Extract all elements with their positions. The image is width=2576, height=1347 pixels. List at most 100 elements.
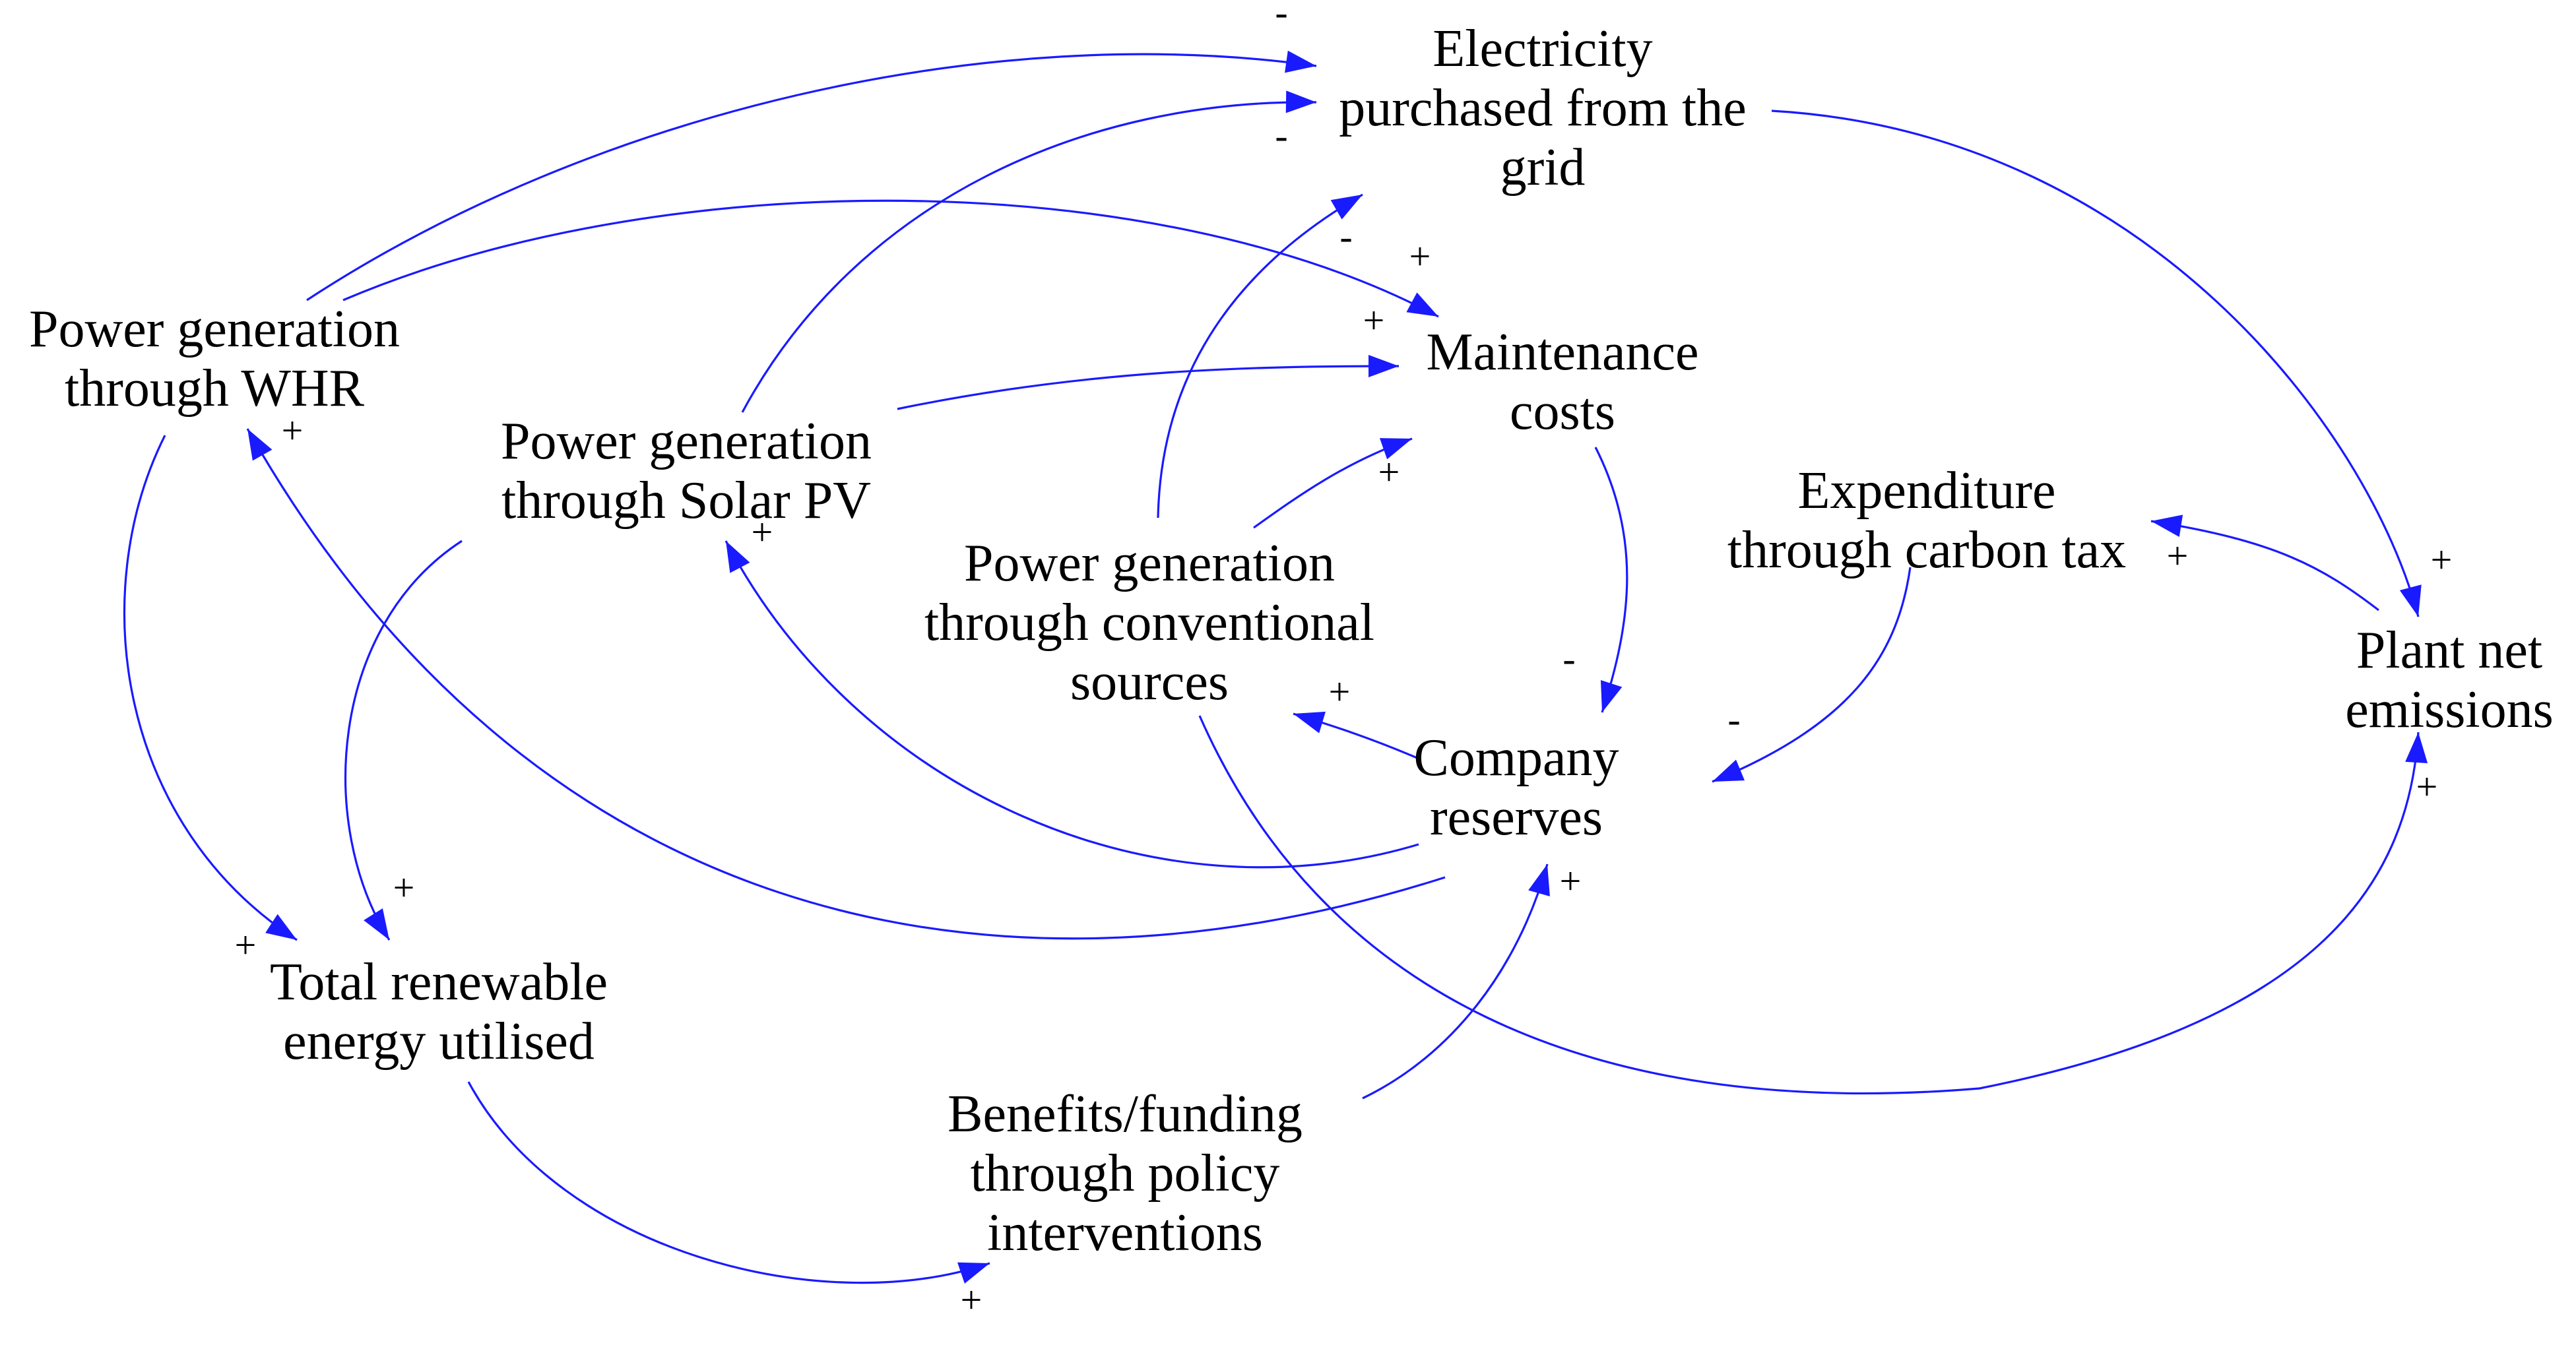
polarity-sign: -	[1275, 114, 1287, 157]
link-renewable-to-benefits: +	[467, 1081, 990, 1321]
node-label-line: Total renewable	[270, 953, 608, 1011]
link-conventional-to-grid: -	[1157, 193, 1363, 518]
link-reserves-to-whr: +	[246, 409, 1446, 940]
link-curve	[1362, 863, 1549, 1100]
arrowhead-icon	[1285, 50, 1316, 73]
polarity-sign: +	[1329, 670, 1351, 713]
link-conventional-to-maintenance: +	[1253, 437, 1413, 529]
node-label-line: Power generation	[29, 300, 400, 358]
node-label-line: through Solar PV	[501, 472, 871, 530]
polarity-sign: +	[1378, 451, 1400, 493]
arrowhead-icon	[1712, 759, 1745, 782]
arrowhead-icon	[364, 908, 389, 940]
links-layer: ---+++-++-++++++++	[123, 0, 2453, 1321]
link-solar-to-maintenance: +	[897, 299, 1400, 410]
arrowhead-icon	[1330, 195, 1363, 220]
arrowhead-icon	[2405, 732, 2428, 763]
link-curve	[741, 101, 1317, 413]
link-solar-to-grid: -	[741, 90, 1317, 413]
node-label-line: energy utilised	[283, 1013, 595, 1071]
link-curve	[306, 53, 1317, 301]
node-label-line: purchased from the	[1339, 79, 1747, 137]
node-label-line: Plant net	[2356, 621, 2542, 679]
link-curve	[1198, 715, 2420, 1095]
polarity-sign: +	[393, 866, 415, 909]
node-label-line: through conventional	[924, 594, 1374, 652]
node-label-line: through carbon tax	[1727, 521, 2126, 579]
arrowhead-icon	[265, 914, 297, 940]
node-label-line: Maintenance	[1426, 323, 1698, 381]
arrowhead-icon	[1600, 680, 1623, 712]
node-label-line: costs	[1510, 383, 1615, 441]
polarity-sign: +	[2167, 534, 2189, 577]
link-carbon-tax-to-reserves: -	[1712, 567, 1912, 783]
link-curve	[2150, 520, 2379, 611]
link-curve	[1594, 447, 1628, 713]
polarity-sign: +	[235, 924, 257, 966]
polarity-sign: +	[1363, 299, 1385, 342]
polarity-sign: -	[1562, 637, 1575, 680]
arrowhead-icon	[2151, 515, 2183, 537]
arrowhead-icon	[1379, 438, 1412, 460]
arrowhead-icon	[726, 541, 750, 573]
link-emissions-to-carbon-tax: +	[2150, 515, 2379, 611]
link-reserves-to-solar: +	[724, 511, 1419, 869]
node-label-line: Electricity	[1433, 20, 1652, 78]
node-label-line: Company	[1413, 729, 1619, 787]
node-label-line: sources	[1070, 653, 1229, 711]
link-curve	[344, 540, 463, 941]
node-label-line: through WHR	[65, 360, 365, 418]
polarity-sign: +	[752, 511, 773, 553]
link-conventional-to-emissions: +	[1198, 715, 2438, 1095]
link-curve	[1712, 567, 1912, 783]
link-curve	[123, 435, 298, 941]
link-curve	[897, 365, 1400, 410]
polarity-sign: +	[1409, 235, 1431, 278]
polarity-sign: -	[1339, 215, 1352, 258]
polarity-sign: +	[282, 409, 304, 452]
polarity-sign: +	[1560, 860, 1582, 902]
polarity-sign: +	[2416, 765, 2438, 808]
node-label-line: emissions	[2345, 681, 2554, 739]
arrowhead-icon	[1528, 864, 1550, 896]
arrowhead-icon	[247, 429, 273, 461]
link-curve	[1771, 110, 2420, 617]
node-label-line: through policy	[971, 1144, 1280, 1203]
link-curve	[1157, 193, 1363, 518]
arrowhead-icon	[1406, 292, 1438, 317]
link-curve	[724, 540, 1419, 869]
polarity-sign: -	[1275, 0, 1287, 34]
node-label-line: Benefits/funding	[948, 1085, 1303, 1143]
polarity-sign: +	[961, 1278, 982, 1321]
polarity-sign: +	[2431, 538, 2453, 581]
link-whr-to-renewable: +	[123, 435, 298, 966]
link-reserves-to-conventional: +	[1293, 670, 1419, 760]
polarity-sign: -	[1727, 698, 1740, 741]
link-maintenance-to-reserves: -	[1562, 447, 1628, 713]
node-label-line: interventions	[987, 1204, 1263, 1262]
link-whr-to-grid: -	[306, 0, 1317, 301]
node-label-line: Expenditure	[1798, 462, 2056, 520]
arrowhead-icon	[1293, 711, 1326, 734]
arrowhead-icon	[1368, 355, 1399, 377]
link-grid-to-emissions: +	[1771, 110, 2453, 617]
link-curve	[246, 428, 1446, 940]
arrowhead-icon	[2399, 584, 2422, 617]
arrowhead-icon	[1285, 90, 1316, 113]
arrowhead-icon	[957, 1262, 990, 1284]
link-curve	[342, 199, 1439, 318]
node-label-line: Power generation	[964, 534, 1335, 592]
node-label-line: reserves	[1430, 788, 1603, 846]
node-label-line: grid	[1500, 139, 1586, 197]
